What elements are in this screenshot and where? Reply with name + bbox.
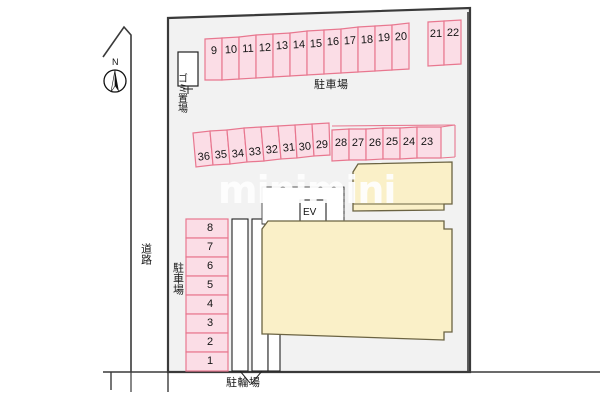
compass-rose <box>103 69 127 93</box>
road-label: 道路 <box>139 243 152 265</box>
garbage-enclosure <box>177 51 199 94</box>
stall-34-number: 34 <box>231 147 245 161</box>
garbage-area-label: ゴミ置場 <box>175 73 187 113</box>
stall-14-number: 14 <box>292 38 306 52</box>
building-upper-outline <box>352 161 453 212</box>
stall-22[interactable] <box>443 19 462 66</box>
stall-28-number: 28 <box>334 137 348 149</box>
road-outer-edge <box>102 25 132 372</box>
elevator-box[interactable] <box>299 199 327 225</box>
stall-33-number: 33 <box>248 145 262 159</box>
stall-3-number: 3 <box>206 317 214 329</box>
building-upper-block <box>352 161 453 212</box>
stall-11[interactable] <box>238 34 257 80</box>
stall-9-number: 9 <box>210 44 218 58</box>
bicycle-parking-label: 駐輪場 <box>226 377 261 389</box>
stall-11-number: 11 <box>241 42 254 56</box>
left-column-stalls <box>185 218 229 372</box>
stall-24-number: 24 <box>402 136 416 148</box>
stall-20-number: 20 <box>394 30 408 44</box>
stall-18-number: 18 <box>360 33 374 47</box>
stall-1-number: 1 <box>206 355 214 367</box>
stall-15-number: 15 <box>309 37 323 51</box>
middle-row-top-trim <box>331 124 456 127</box>
stall-7-number: 7 <box>206 241 214 253</box>
stall-26-number: 26 <box>368 137 382 149</box>
road-boundary-lines <box>102 25 600 392</box>
top-row-stalls <box>204 19 462 81</box>
bicycle-leader-2 <box>251 370 263 384</box>
parking-lot-label-left: 駐車場 <box>171 262 184 295</box>
elevator-label: EV <box>303 207 317 218</box>
bicycle-strip-left[interactable] <box>231 218 249 372</box>
middle-row-stalls <box>192 122 456 168</box>
stall-4-number: 4 <box>206 298 214 310</box>
compass-needle-light <box>110 69 116 93</box>
stall-25-number: 25 <box>385 136 399 148</box>
stall-6-number: 6 <box>206 260 214 272</box>
stall-30-number: 30 <box>298 140 312 154</box>
building-lower-block <box>261 220 453 341</box>
stall-10-number: 10 <box>224 43 238 57</box>
middle-row-right-trim <box>440 124 456 128</box>
stall-13-number: 13 <box>275 39 289 53</box>
bicycle-leader-1 <box>239 370 251 384</box>
stall-23-number: 23 <box>420 136 434 148</box>
stall-21-number: 21 <box>429 28 443 40</box>
stall-20[interactable] <box>391 22 410 71</box>
stall-12[interactable] <box>255 33 274 79</box>
stall-17-number: 17 <box>343 34 357 48</box>
stall-2-number: 2 <box>206 336 214 348</box>
stall-8-number: 8 <box>206 222 214 234</box>
stall-16-number: 16 <box>326 35 340 49</box>
stall-29-number: 29 <box>315 138 329 152</box>
stall-36-number: 36 <box>197 150 211 164</box>
middle-row-right-trim2 <box>440 156 456 159</box>
parking-lot-label-top: 駐車場 <box>314 79 349 91</box>
stall-22-number: 22 <box>446 27 460 39</box>
building-lower-outline <box>261 220 453 341</box>
stall-35-number: 35 <box>214 148 228 162</box>
entrance-hall <box>261 186 345 225</box>
stall-27-number: 27 <box>351 137 365 149</box>
stall-12-number: 12 <box>258 41 272 55</box>
stall-31-number: 31 <box>282 141 296 155</box>
stall-29[interactable] <box>311 122 331 157</box>
stall-1[interactable] <box>185 351 229 372</box>
stall-5-number: 5 <box>206 279 214 291</box>
compass-north-label: N <box>112 57 119 67</box>
stall-32-number: 32 <box>265 143 279 157</box>
stall-19-number: 19 <box>377 31 391 45</box>
